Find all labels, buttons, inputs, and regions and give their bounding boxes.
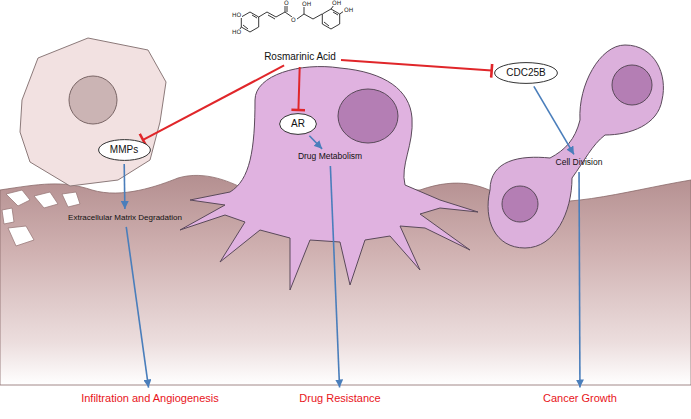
flow-arrow	[123, 164, 125, 209]
inhibition-line	[143, 65, 284, 140]
atom-label: O	[283, 0, 290, 6]
atom-label: OH	[343, 7, 354, 13]
ellipse-shape	[280, 114, 317, 135]
central-cell	[180, 67, 478, 290]
atom-label: OH	[301, 1, 312, 7]
atom-label: O	[290, 17, 297, 23]
atom-label: HO	[231, 12, 242, 18]
process-text: Extracellular Matrix Degradation	[66, 212, 184, 224]
node-text: Cell Division	[556, 158, 603, 168]
flow-arrow	[578, 172, 581, 388]
node-text: AR	[291, 118, 305, 130]
process-text: Cell Division	[554, 157, 605, 169]
outcome-text: Drug Resistance	[297, 391, 383, 406]
compound-name: Rosmarinic Acid	[262, 50, 338, 64]
flow-arrow	[126, 227, 148, 388]
ellipse-shape	[98, 140, 150, 161]
ellipse-shape	[495, 63, 558, 84]
outcome-text: Infiltration and Angiogenesis	[79, 391, 221, 406]
dividing-cell	[488, 45, 663, 248]
target-ellipse: MMPs	[98, 139, 151, 161]
flow-arrow	[534, 86, 574, 154]
flow-arrow	[309, 136, 322, 149]
node-text: Rosmarinic Acid	[264, 51, 336, 63]
rosmarinic-acid-structure	[240, 5, 344, 32]
left-cell	[20, 38, 166, 186]
node-text: Infiltration and Angiogenesis	[81, 392, 219, 405]
node-text: MMPs	[110, 144, 138, 156]
node-text: Extracellular Matrix Degradation	[68, 213, 182, 222]
node-text: CDC25B	[506, 67, 545, 79]
atom-label: OH	[331, 0, 342, 6]
flow-arrow	[330, 166, 339, 388]
outcome-text: Cancer Growth	[541, 391, 619, 406]
node-text: Drug Metabolism	[298, 152, 362, 162]
atom-label: HO	[231, 29, 242, 35]
inhibition-line	[298, 67, 299, 110]
node-text: Cancer Growth	[543, 392, 617, 405]
target-ellipse: AR	[279, 113, 317, 135]
node-text: Drug Resistance	[299, 392, 380, 405]
inhibition-line	[341, 60, 492, 71]
process-text: Drug Metabolism	[296, 151, 365, 163]
target-ellipse: CDC25B	[494, 62, 558, 84]
